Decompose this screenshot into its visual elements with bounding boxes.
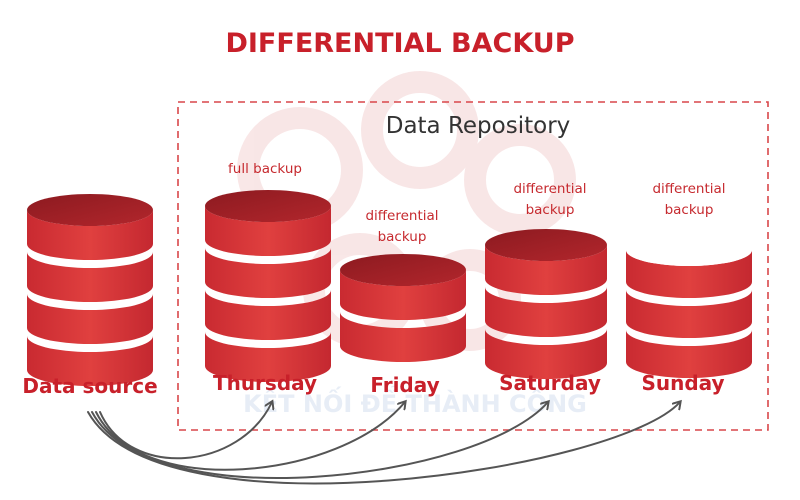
database-disk xyxy=(27,252,153,302)
database-disk xyxy=(205,206,331,256)
database-disk xyxy=(340,270,466,320)
database-disk xyxy=(485,329,607,379)
database-disk xyxy=(485,287,607,337)
arrow-to-saturday xyxy=(91,402,548,479)
data-source-label: Data source xyxy=(22,374,157,398)
database-disk xyxy=(626,290,752,338)
thursday-database-icon xyxy=(205,190,331,382)
database-disk xyxy=(205,248,331,298)
sunday-note-line1: differential xyxy=(652,181,725,197)
saturday-note-line1: differential xyxy=(513,181,586,197)
database-top xyxy=(205,190,331,222)
database-disk xyxy=(27,210,153,260)
saturday-database-icon xyxy=(485,229,607,379)
saturday-note-line2: backup xyxy=(526,202,575,218)
saturday-label: Saturday xyxy=(499,371,601,395)
thursday-note: full backup xyxy=(228,161,302,177)
sunday-label: Sunday xyxy=(641,371,724,395)
database-open-top xyxy=(626,234,752,266)
thursday-label: Thursday xyxy=(213,371,317,395)
data-source-database-icon xyxy=(27,194,153,386)
database-top xyxy=(485,229,607,261)
page-title: DIFFERENTIAL BACKUP xyxy=(225,28,574,59)
database-disk xyxy=(205,290,331,340)
database-disk xyxy=(27,336,153,386)
database-disk xyxy=(626,330,752,378)
arrow-to-thursday xyxy=(99,402,272,460)
friday-database-icon xyxy=(340,254,466,362)
arrow-to-friday xyxy=(95,402,405,471)
database-top xyxy=(340,254,466,286)
friday-note-line2: backup xyxy=(378,229,427,245)
database-disk xyxy=(27,294,153,344)
data-repository-title: Data Repository xyxy=(386,113,571,139)
database-disk xyxy=(626,250,752,298)
database-top xyxy=(27,194,153,226)
backup-arrows xyxy=(87,402,680,485)
sunday-note-line2: backup xyxy=(665,202,714,218)
friday-note-line1: differential xyxy=(365,208,438,224)
arrow-to-sunday xyxy=(87,402,680,485)
friday-label: Friday xyxy=(370,373,439,397)
sunday-database-icon xyxy=(626,234,752,378)
database-disk xyxy=(205,332,331,382)
database-disk xyxy=(485,245,607,295)
database-disk xyxy=(340,312,466,362)
data-repository-box xyxy=(177,101,769,431)
watermark-text: KẾT NỐI ĐỂ THÀNH CÔNG xyxy=(243,384,587,418)
